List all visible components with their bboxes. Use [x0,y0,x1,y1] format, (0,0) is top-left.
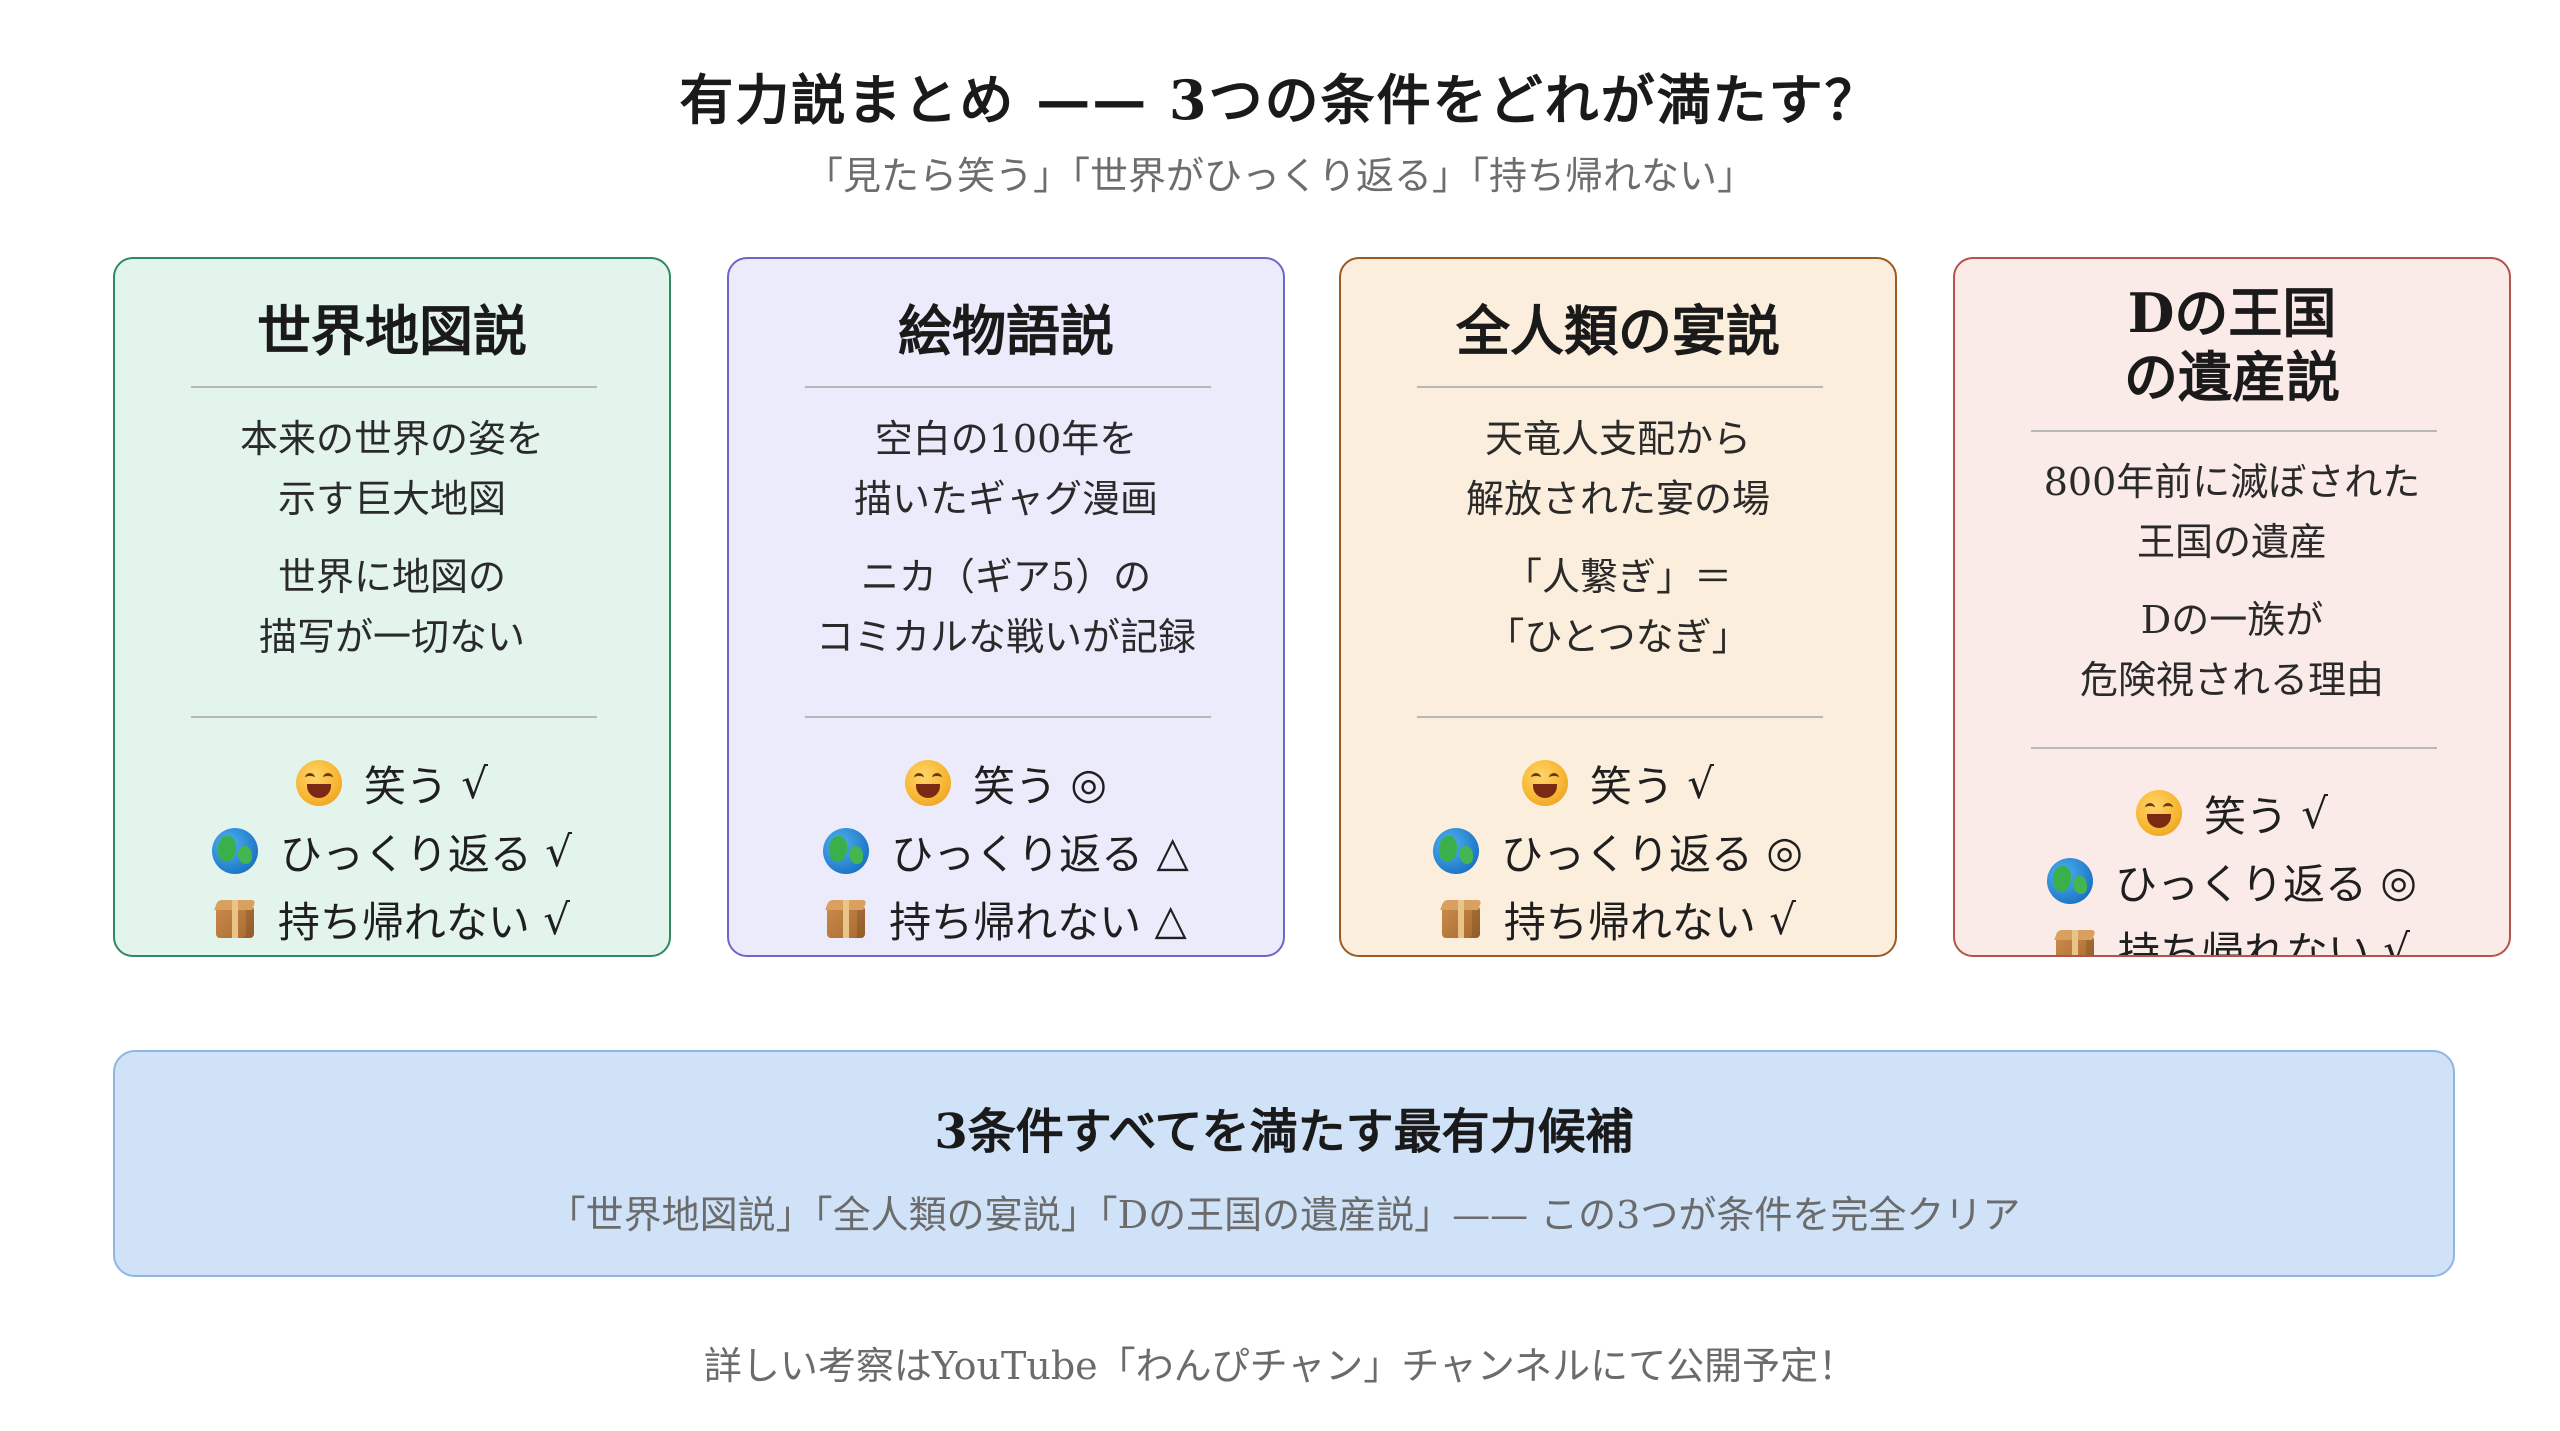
criteria-row: ひっくり返る ◎ [1955,847,2509,915]
card-description: 天竜人支配から 解放された宴の場 [1465,417,1770,521]
globe-icon [211,828,258,874]
card-evidence: 世界に地図の 描写が一切ない [258,555,525,659]
criteria-label: ひっくり返る [1500,829,1753,879]
card-title: 絵物語説 [898,299,1114,363]
criteria-mark: ◎ [1766,826,1804,876]
card-evidence: 「人繋ぎ」＝ 「ひとつなぎ」 [1486,555,1750,659]
summary-box: 3条件すべてを満たす最有力候補 「世界地図説」「全人類の宴説」「Dの王国の遺産説… [113,1050,2455,1277]
criteria-mark: △ [1156,826,1189,876]
criteria-row: 持ち帰れない √ [115,885,669,953]
criteria-row: ひっくり返る ◎ [1341,817,1895,885]
page-subtitle: 「見たら笑う」「世界がひっくり返る」「持ち帰れない」 [804,154,1755,198]
card-divider [805,716,1211,718]
criteria-row: 笑う √ [1341,749,1895,817]
criteria-mark: √ [1769,894,1797,944]
criteria-mark: √ [2301,788,2329,838]
criteria-row: 笑う ◎ [729,749,1283,817]
criteria-row: ひっくり返る △ [729,817,1283,885]
criteria-row: 持ち帰れない △ [729,885,1283,953]
footer-note: 詳しい考察はYouTube「わんぴチャン」チャンネルにて公開予定！ [703,1344,1857,1388]
globe-icon [1432,828,1479,874]
card-picture-story: 絵物語説空白の100年を 描いたギャグ漫画ニカ（ギア5）の コミカルな戦いが記録… [727,257,1285,957]
card-description: 本来の世界の姿を 示す巨大地図 [239,417,544,521]
globe-icon [2046,858,2093,904]
card-divider [2031,747,2437,749]
criteria-label: ひっくり返る [279,829,532,879]
globe-icon [823,828,870,874]
card-divider [805,386,1211,388]
card-description: 800年前に滅ぼされた 王国の遺産 [2043,460,2421,564]
package-icon [1440,898,1482,940]
laughing-face-icon [2135,790,2182,836]
card-divider [1417,716,1823,718]
card-evidence: ニカ（ギア5）の コミカルな戦いが記録 [815,555,1196,659]
criteria-label: 笑う [2203,791,2288,841]
criteria-mark: △ [1154,894,1187,944]
criteria-label: 笑う [1589,761,1674,811]
criteria-label: 持ち帰れない [889,897,1142,947]
theory-cards: 世界地図説本来の世界の姿を 示す巨大地図世界に地図の 描写が一切ない笑う √ひっ… [113,257,2513,960]
criteria-row: 笑う √ [1955,779,2509,847]
criteria-list: 笑う √ひっくり返る ◎持ち帰れない √ [1341,749,1895,953]
criteria-mark: √ [1687,758,1715,808]
card-divider [191,386,597,388]
card-human-banquet: 全人類の宴説天竜人支配から 解放された宴の場「人繋ぎ」＝ 「ひとつなぎ」笑う √… [1339,257,1897,957]
card-description: 空白の100年を 描いたギャグ漫画 [853,417,1158,521]
card-evidence: Dの一族が 危険視される理由 [2079,598,2384,702]
criteria-list: 笑う ◎ひっくり返る △持ち帰れない △ [729,749,1283,953]
criteria-mark: √ [2383,924,2411,957]
criteria-mark: √ [543,894,571,944]
criteria-label: 持ち帰れない [2117,927,2370,957]
card-title: 全人類の宴説 [1456,299,1780,363]
summary-text: 「世界地図説」「全人類の宴説」「Dの王国の遺産説」—— この3つが条件を完全クリ… [547,1193,2021,1237]
card-title: Dの王国 の遺産説 [2124,281,2340,409]
criteria-row: 笑う √ [115,749,669,817]
card-divider [191,716,597,718]
criteria-mark: ◎ [1070,758,1108,808]
laughing-face-icon [1521,760,1568,806]
package-icon [2054,928,2096,955]
summary-title: 3条件すべてを満たす最有力候補 [934,1104,1634,1160]
criteria-label: 笑う [363,761,448,811]
card-world-map: 世界地図説本来の世界の姿を 示す巨大地図世界に地図の 描写が一切ない笑う √ひっ… [113,257,671,957]
card-d-kingdom: Dの王国 の遺産説 800年前に滅ぼされた 王国の遺産 Dの一族が 危険視される理由… [1953,257,2511,957]
criteria-label: 笑う [972,761,1057,811]
criteria-mark: √ [545,826,573,876]
package-icon [214,898,256,940]
criteria-row: 持ち帰れない √ [1341,885,1895,953]
card-title: 世界地図説 [257,299,527,363]
page-title: 有力説まとめ —— 3つの条件をどれが満たす？ [679,68,1881,132]
card-divider [2031,430,2437,432]
criteria-label: 持ち帰れない [1503,897,1756,947]
criteria-label: ひっくり返る [2114,859,2367,909]
criteria-row: 持ち帰れない √ [1955,915,2509,957]
package-icon [825,898,867,940]
criteria-label: 持ち帰れない [277,897,530,947]
card-divider [1417,386,1823,388]
criteria-row: ひっくり返る √ [115,817,669,885]
laughing-face-icon [295,760,342,806]
criteria-label: ひっくり返る [891,829,1144,879]
criteria-mark: ◎ [2380,856,2418,906]
criteria-list: 笑う √ひっくり返る √持ち帰れない √ [115,749,669,953]
laughing-face-icon [904,760,951,806]
criteria-list: 笑う √ひっくり返る ◎持ち帰れない √ [1955,779,2509,957]
criteria-mark: √ [461,758,489,808]
